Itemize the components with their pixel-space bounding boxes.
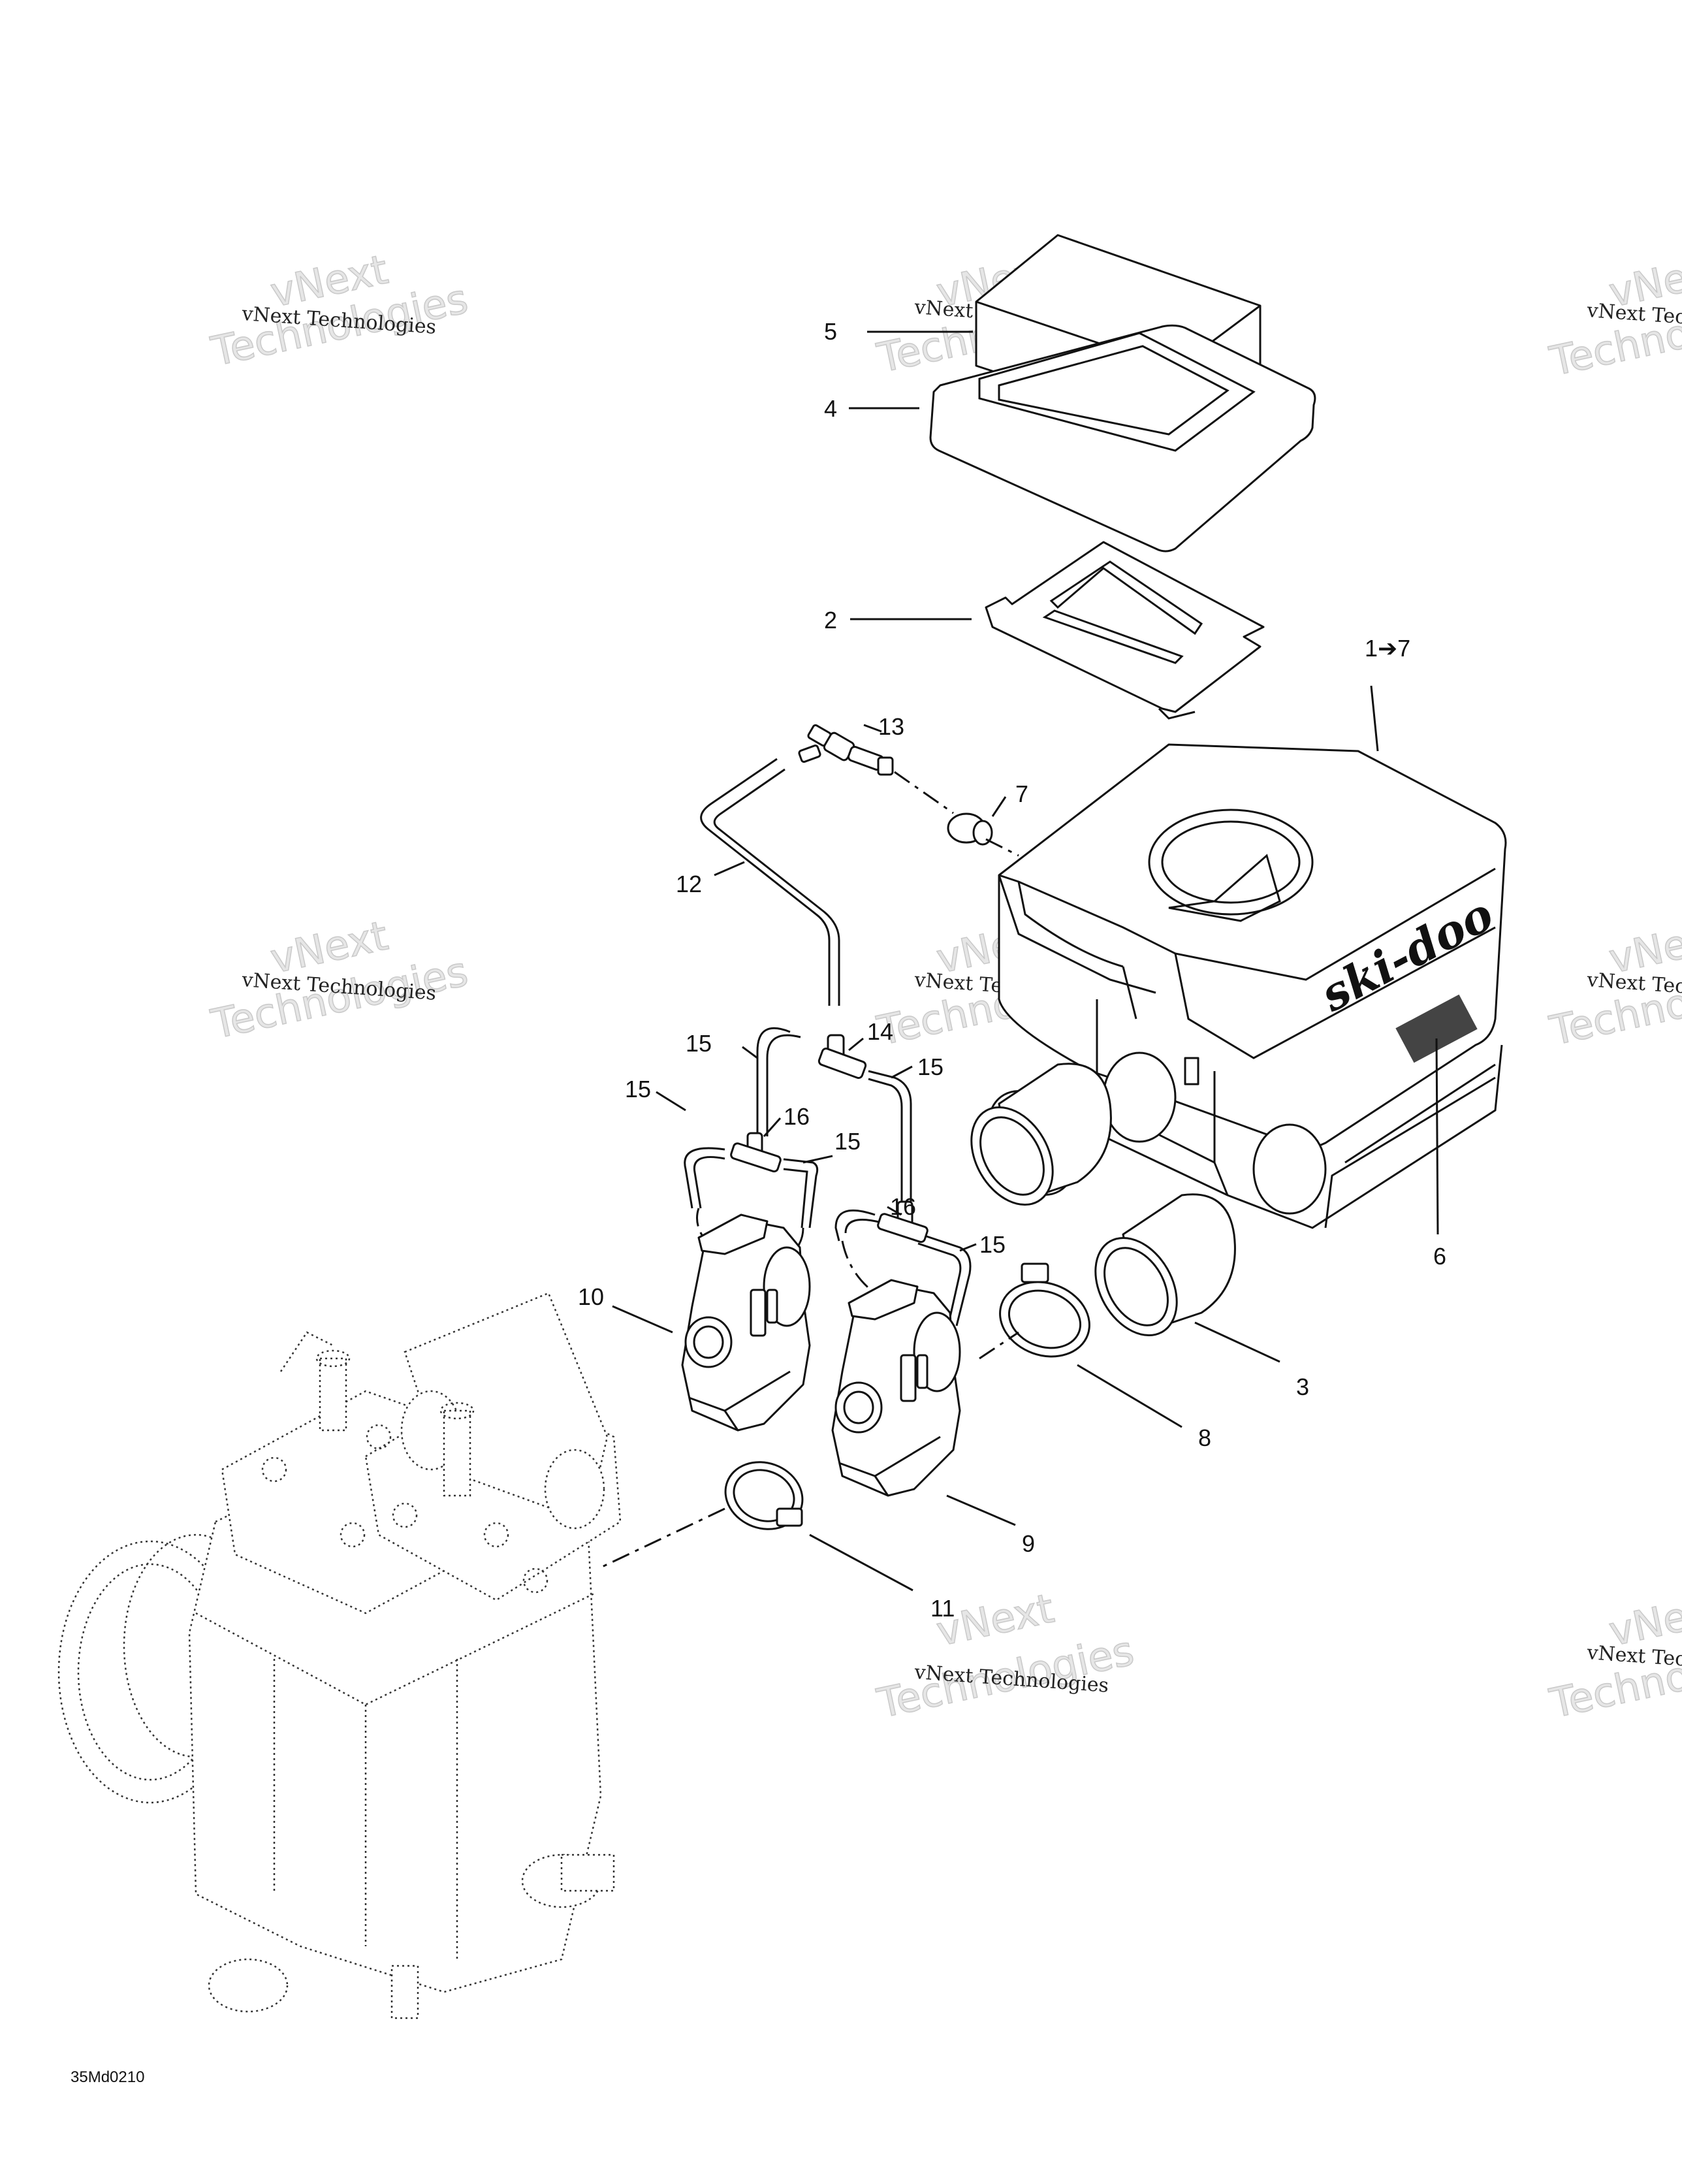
part-3-adaptor-upper: [970, 1063, 1112, 1206]
part-13-fitting: [798, 724, 894, 776]
watermark-mid-left: Technologies vNext vNext Technologies: [206, 911, 472, 1049]
leader-7-box: [985, 838, 1019, 857]
callout-15-a: 15: [686, 1030, 712, 1057]
callout-9: 9: [1022, 1530, 1035, 1557]
callout-8: 8: [1198, 1424, 1211, 1451]
reference-code: 35Md0210: [71, 2068, 144, 2086]
engine-phantom: [57, 1292, 622, 2019]
watermark-bottom-center: Technologies vNext vNext Technologies: [872, 1584, 1138, 1728]
callout-3: 3: [1296, 1373, 1309, 1400]
leader-lines: [612, 330, 1439, 1592]
part-8-clamp: [999, 1262, 1090, 1358]
part-16-tee-lower: [877, 1200, 928, 1244]
callout-1-7: 1➔7: [1365, 635, 1410, 662]
callout-11: 11: [930, 1595, 955, 1622]
part-15-hoses: [684, 1027, 972, 1326]
callout-2: 2: [824, 607, 837, 634]
part-7-grommet: [947, 812, 993, 846]
callout-4: 4: [824, 395, 837, 422]
part-12-hose: [700, 758, 840, 1006]
watermark-bottom-right: Technologies vNext vNext Technologies: [1545, 1584, 1682, 1728]
callout-14: 14: [867, 1018, 893, 1045]
watermark-mid-right: Technologies vNext vNext Technologies: [1545, 911, 1682, 1055]
part-11-clamp: [724, 1461, 804, 1530]
leader-clamp-engine: [600, 1507, 725, 1569]
watermark-top-left: Technologies vNext vNext Technologies: [206, 245, 472, 376]
part-10-carburetor: [681, 1213, 811, 1432]
callout-6: 6: [1433, 1243, 1446, 1270]
part-9-carburetor: [831, 1279, 961, 1497]
leader-carb-clamp: [979, 1331, 1019, 1360]
callout-15-e: 15: [979, 1231, 1006, 1258]
leader-hose-carb2-a: [841, 1240, 876, 1294]
part-2-plate: [985, 541, 1265, 720]
airbox-clip: [1184, 1057, 1199, 1085]
callout-12: 12: [676, 871, 702, 897]
callout-10: 10: [578, 1283, 604, 1310]
part-1-airbox: ski-doo: [998, 743, 1507, 1229]
callout-16-b: 16: [890, 1193, 916, 1220]
callout-15-c: 15: [625, 1076, 651, 1102]
part-14-tee: [817, 1034, 867, 1079]
callout-16-a: 16: [784, 1103, 810, 1130]
watermark-big-top: vNext: [932, 1584, 1058, 1656]
leader-13-7: [894, 771, 954, 814]
callout-15-b: 15: [917, 1053, 944, 1080]
part-16-tee-upper: [730, 1132, 782, 1173]
callout-5: 5: [824, 318, 837, 345]
airbox-label: [1395, 994, 1478, 1063]
part-4-frame: [929, 324, 1316, 553]
callout-7: 7: [1015, 780, 1028, 807]
part-3-adaptor-lower: [1094, 1193, 1236, 1337]
watermark-top-right: Technologies vNext vNext Technologies: [1545, 245, 1682, 386]
callout-15-d: 15: [834, 1128, 861, 1155]
callout-13: 13: [878, 713, 904, 740]
